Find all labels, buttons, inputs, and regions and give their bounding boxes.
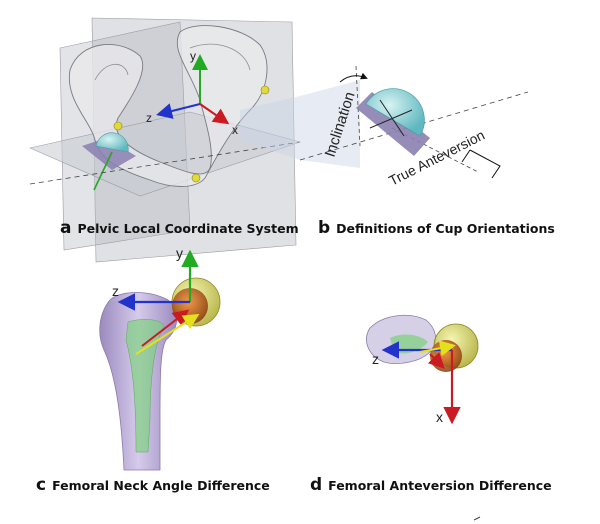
femoral-head-inner-d [430, 340, 462, 372]
x-axis-arrow-a [199, 103, 230, 125]
vertical-dashed-line [355, 65, 361, 147]
caption-b-text: Definitions of Cup Orientations [336, 221, 555, 236]
z-axis-arrow-a [156, 103, 201, 119]
caption-c: c Femoral Neck Angle Difference [36, 475, 270, 495]
cup-axis-b [379, 99, 405, 137]
neck-axis-red-d [427, 351, 445, 369]
cup-axis-b2 [369, 109, 413, 129]
panel-b-illustration: Inclination True Anteversion [299, 65, 529, 189]
neck-axis-red-c [141, 309, 190, 347]
panel-d-illustration: z x [366, 314, 479, 425]
caption-a: a Pelvic Local Coordinate System [60, 218, 299, 238]
cup-a [95, 132, 129, 153]
reference-dashed-line-a [29, 141, 301, 185]
panel-letter-a: a [60, 218, 72, 238]
z-axis-label-a: z [146, 111, 152, 125]
panel-letter-c: c [36, 475, 47, 495]
cup-plane-a [82, 138, 136, 170]
y-axis-label-a: y [190, 49, 196, 63]
inclination-arc [339, 72, 368, 83]
femur-canal-d [390, 334, 428, 354]
panel-letter-d: d [310, 475, 323, 495]
femur-canal-c [125, 319, 165, 453]
landmark-point [113, 121, 123, 131]
z-axis-label-c: z [112, 283, 119, 299]
panel-letter-b: b [318, 218, 331, 238]
caption-d-text: Femoral Anteversion Difference [328, 478, 552, 493]
x-axis-label-d: x [436, 409, 443, 425]
anteversion-bracket [461, 149, 501, 179]
caption-c-text: Femoral Neck Angle Difference [52, 478, 270, 493]
stray-mark [473, 516, 481, 521]
x-axis-label-a: x [232, 123, 238, 137]
zoom-connector [240, 80, 360, 168]
caption-d: d Femoral Anteversion Difference [310, 475, 552, 495]
panel-c-illustration: y z [99, 245, 221, 471]
y-axis-label-c: y [176, 245, 183, 261]
caption-a-text: Pelvic Local Coordinate System [77, 221, 299, 236]
z-axis-label-d: z [372, 351, 379, 367]
landmark-point [260, 85, 270, 95]
neck-axis-yellow-c [135, 313, 200, 355]
cup-axis-a [93, 151, 113, 191]
caption-b: b Definitions of Cup Orientations [318, 218, 555, 238]
landmark-point [191, 173, 201, 183]
pelvis-inner-rim [94, 43, 251, 81]
panel-a-illustration: y z x [29, 17, 360, 263]
neck-axis-yellow-d [419, 340, 456, 357]
